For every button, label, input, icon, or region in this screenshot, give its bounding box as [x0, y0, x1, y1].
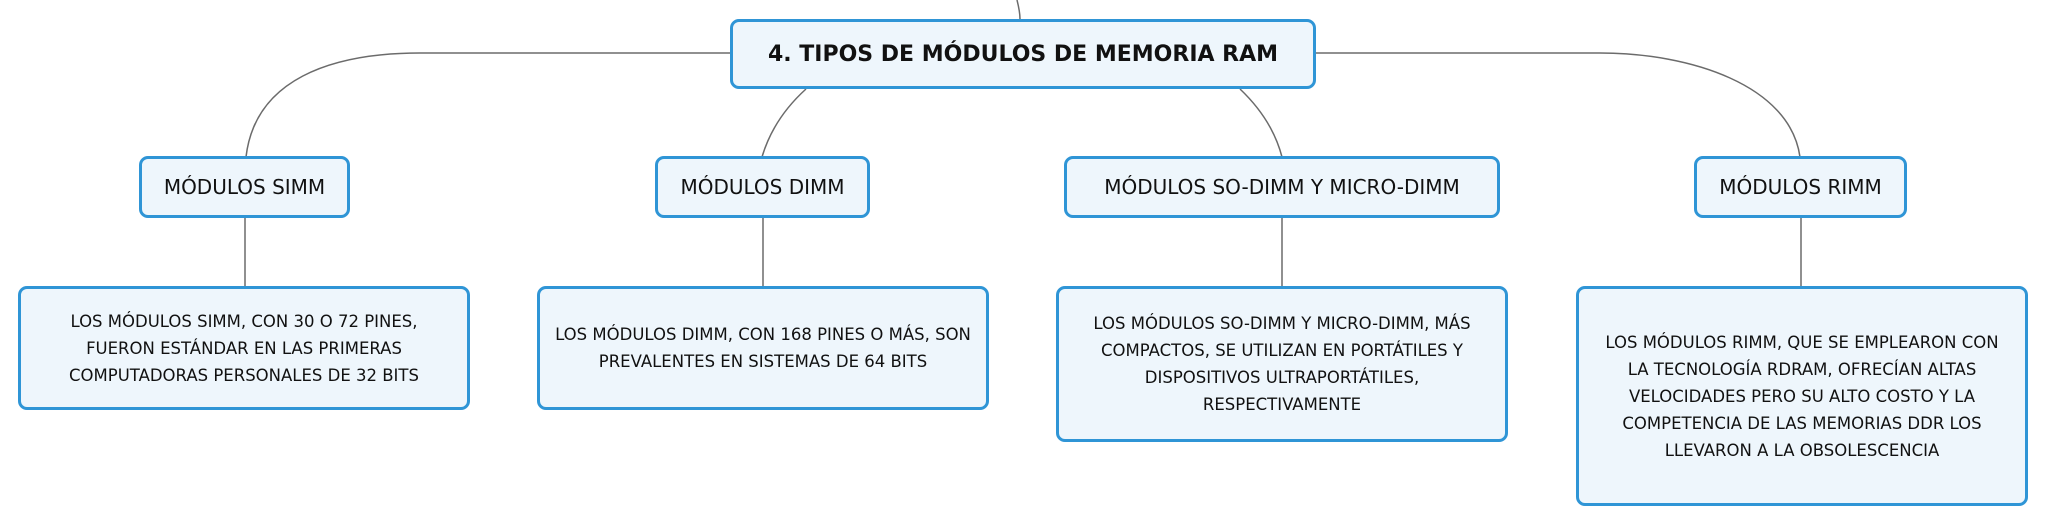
root-topic[interactable]: 4. TIPOS DE MÓDULOS DE MEMORIA RAM: [730, 19, 1316, 89]
connector-root-dimm: [761, 88, 807, 158]
branch-label-rimm: MÓDULOS RIMM: [1719, 175, 1882, 199]
branch-node-rimm[interactable]: MÓDULOS RIMM: [1694, 156, 1907, 218]
branch-node-dimm[interactable]: MÓDULOS DIMM: [655, 156, 870, 218]
connector-root-rimm: [1316, 52, 1801, 158]
description-node-dimm[interactable]: LOS MÓDULOS DIMM, CON 168 PINES O MÁS, S…: [537, 286, 989, 410]
branch-label-dimm: MÓDULOS DIMM: [680, 175, 845, 199]
description-node-sodimm[interactable]: LOS MÓDULOS SO-DIMM Y MICRO-DIMM, MÁS CO…: [1056, 286, 1508, 442]
connector-parent-root: [1016, 0, 1021, 20]
branch-node-simm[interactable]: MÓDULOS SIMM: [139, 156, 350, 218]
branch-node-sodimm[interactable]: MÓDULOS SO-DIMM Y MICRO-DIMM: [1064, 156, 1500, 218]
description-node-rimm[interactable]: LOS MÓDULOS RIMM, QUE SE EMPLEARON CON L…: [1576, 286, 2028, 506]
connector-root-simm: [245, 52, 730, 158]
description-node-simm[interactable]: LOS MÓDULOS SIMM, CON 30 O 72 PINES, FUE…: [18, 286, 470, 410]
root-topic-title: 4. TIPOS DE MÓDULOS DE MEMORIA RAM: [767, 41, 1279, 67]
description-text-simm: LOS MÓDULOS SIMM, CON 30 O 72 PINES, FUE…: [69, 311, 419, 385]
description-text-sodimm: LOS MÓDULOS SO-DIMM Y MICRO-DIMM, MÁS CO…: [1093, 314, 1471, 414]
branch-label-simm: MÓDULOS SIMM: [163, 175, 326, 199]
connector-root-sodimm: [1239, 88, 1283, 158]
description-text-dimm: LOS MÓDULOS DIMM, CON 168 PINES O MÁS, S…: [555, 325, 971, 371]
description-text-rimm: LOS MÓDULOS RIMM, QUE SE EMPLEARON CON L…: [1605, 332, 1999, 460]
branch-label-sodimm: MÓDULOS SO-DIMM Y MICRO-DIMM: [1104, 175, 1460, 199]
